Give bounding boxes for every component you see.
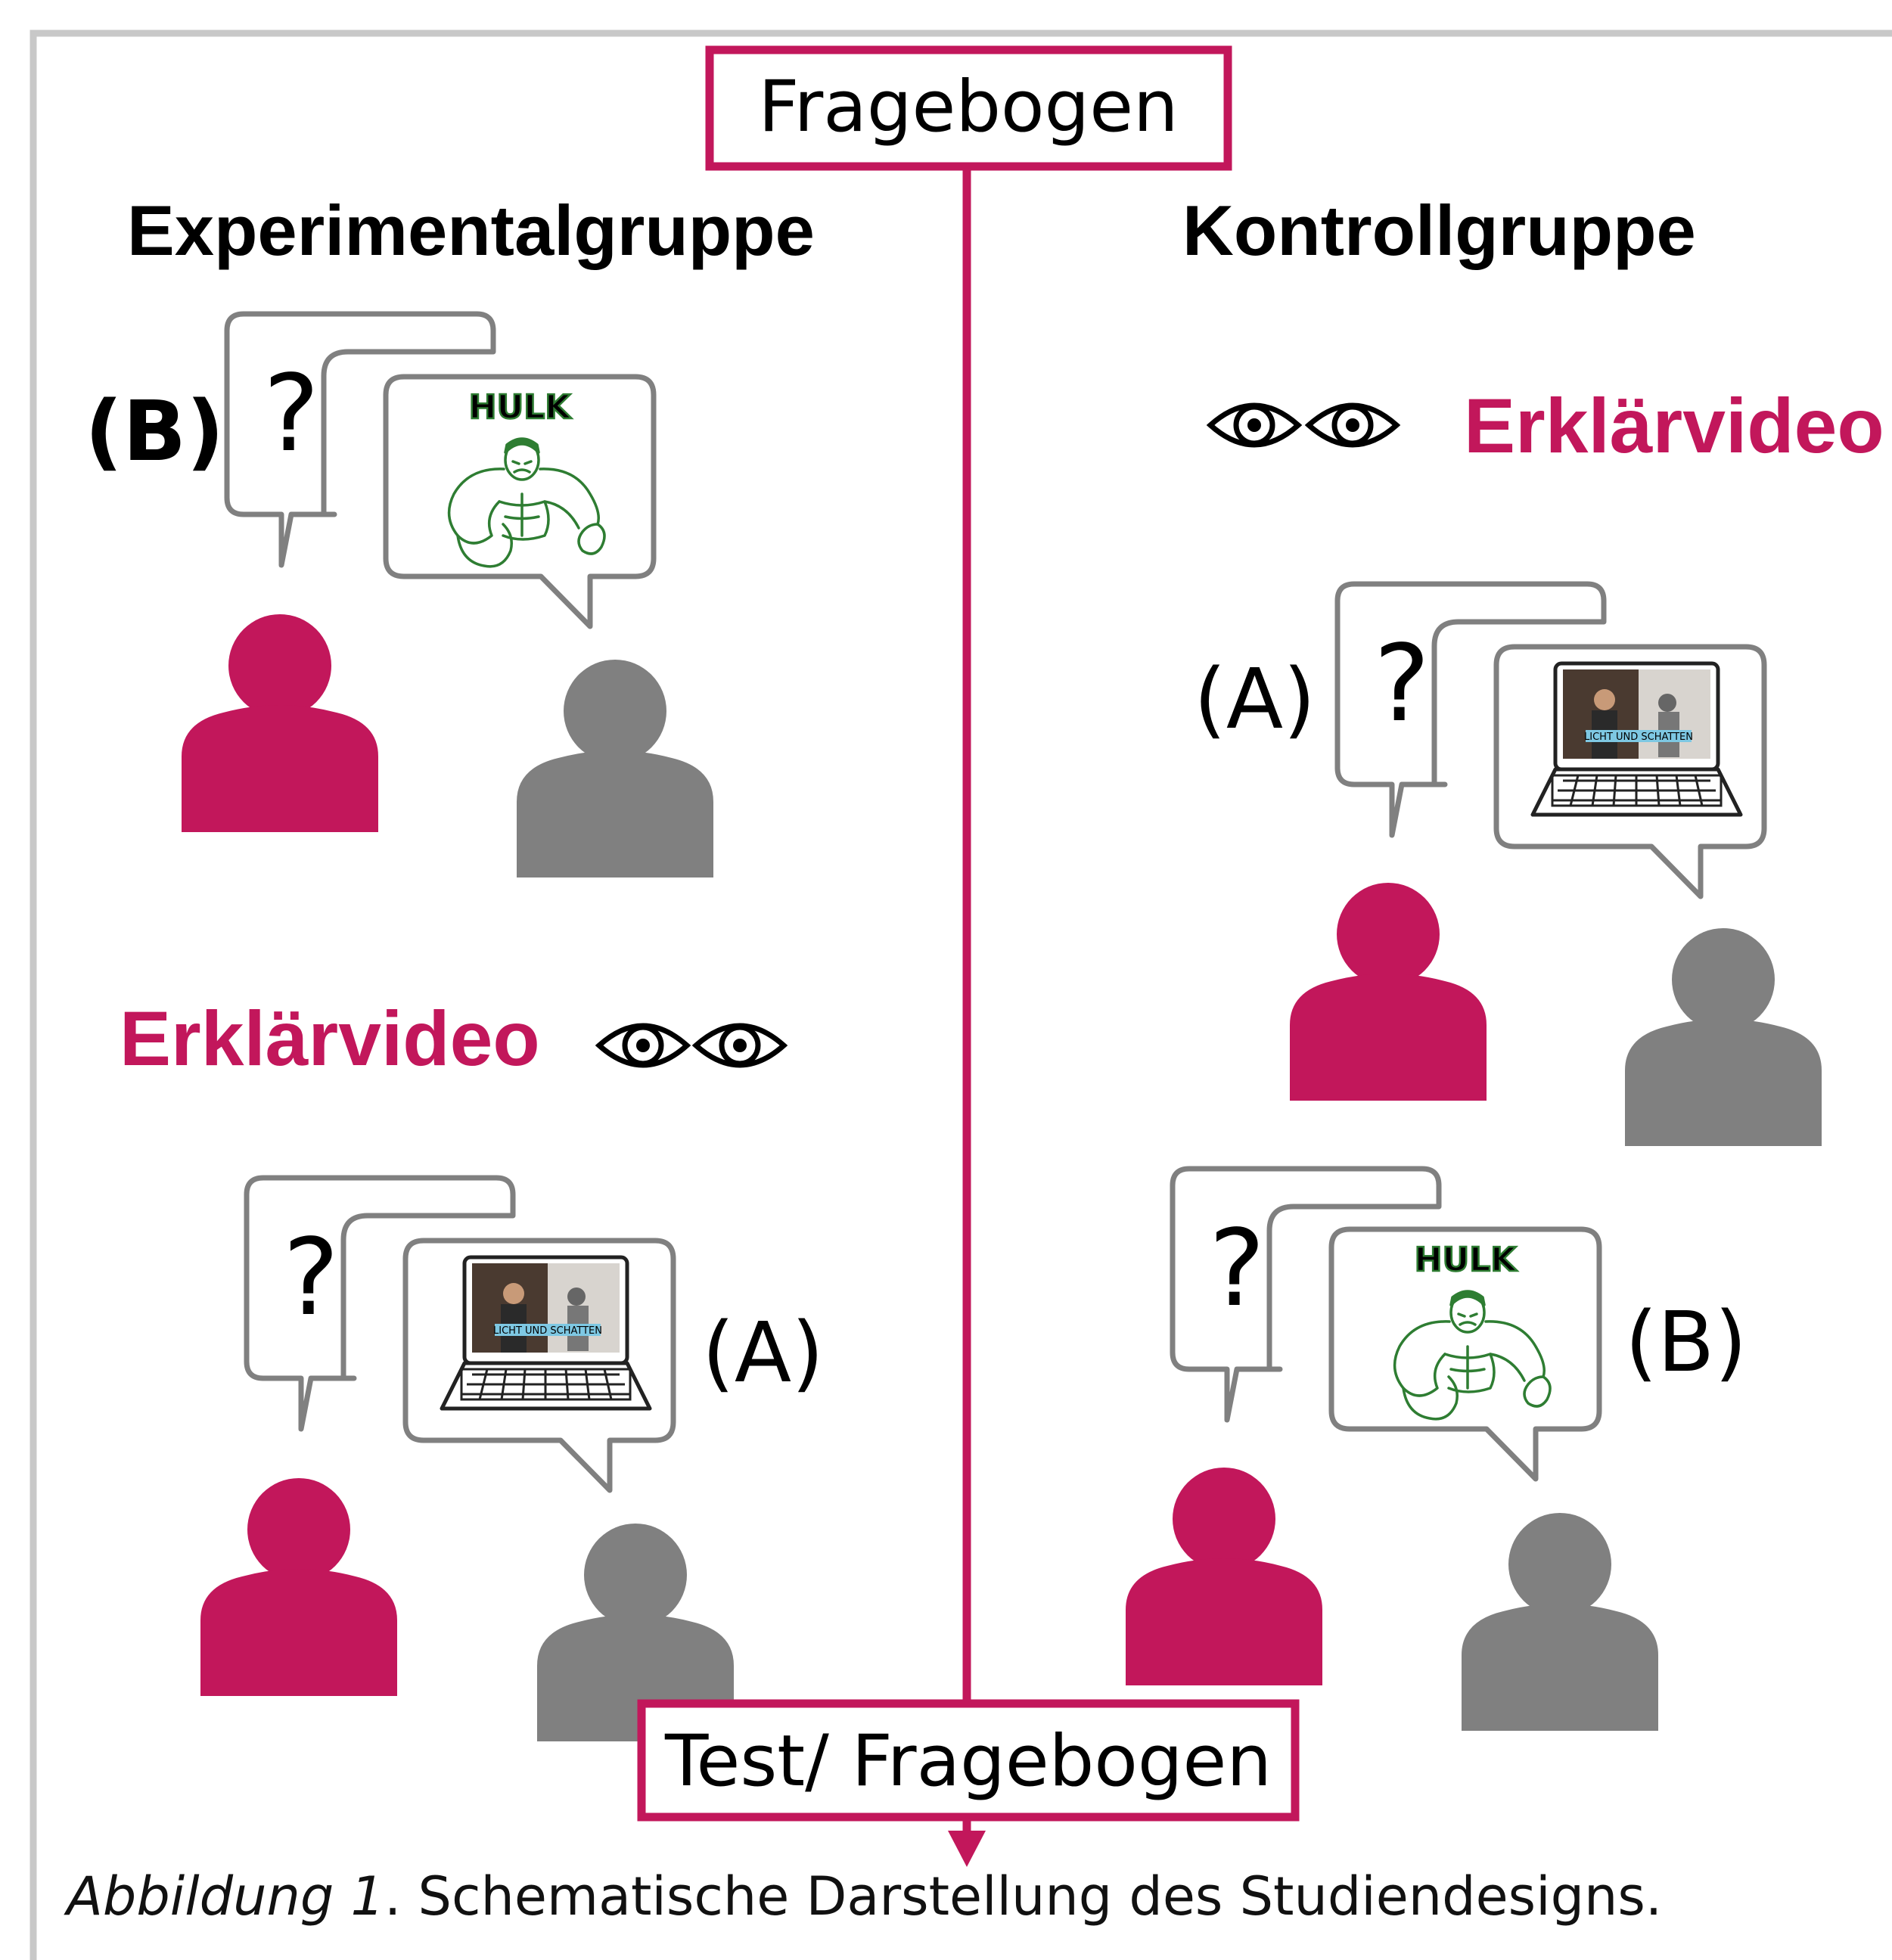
control-video-label: Erklärvideo xyxy=(1464,383,1884,469)
control-pair-1: (A) ? LICHT UND SCHATTEN xyxy=(1194,584,1822,1146)
speech-bubble-icon: LICHT UND SCHATTEN xyxy=(1496,647,1764,896)
timeline-arrow xyxy=(948,166,986,1867)
person-icon xyxy=(1126,1468,1322,1685)
hulk-title: HULK xyxy=(1415,1241,1518,1279)
experimental-pair-2: ? LICHT UND SCHATTEN (A) xyxy=(200,1178,824,1741)
speech-bubble-icon: ? xyxy=(1337,584,1604,835)
experimental-video-row: Erklärvideo xyxy=(120,996,784,1082)
hulk-title: HULK xyxy=(469,388,573,427)
speech-bubble-icon: ? xyxy=(1173,1169,1439,1420)
person-icon xyxy=(182,614,378,832)
eye-icon xyxy=(1309,405,1396,445)
video-banner: LICHT UND SCHATTEN xyxy=(1584,732,1693,743)
speech-bubble-icon: ? xyxy=(227,314,493,565)
question-mark: ? xyxy=(1209,1207,1265,1331)
person-icon xyxy=(1462,1513,1658,1731)
experimental-pair-1: (B) ? HULK xyxy=(85,314,713,877)
control-video-row: Erklärvideo xyxy=(1210,383,1884,469)
eye-icon xyxy=(696,1026,784,1065)
experimental-pair2-label: (A) xyxy=(702,1304,824,1401)
eye-icon xyxy=(599,1026,687,1065)
question-mark: ? xyxy=(283,1216,339,1340)
person-icon xyxy=(517,660,713,877)
figure-caption: Abbildung 1. Schematische Darstellung de… xyxy=(67,1865,1867,1927)
experimental-pair1-label: (B) xyxy=(85,383,224,480)
question-mark: ? xyxy=(1374,623,1430,746)
control-pair-2: ? HULK (B) xyxy=(1126,1169,1747,1731)
video-banner: LICHT UND SCHATTEN xyxy=(493,1325,602,1337)
person-icon xyxy=(1290,883,1487,1101)
caption-text: . Schematische Darstellung des Studiende… xyxy=(384,1865,1663,1927)
speech-bubble-icon: LICHT UND SCHATTEN xyxy=(405,1241,673,1490)
eye-icon xyxy=(1210,405,1298,445)
bottom-box-label: Test/ Fragebogen xyxy=(664,1720,1272,1803)
caption-figure-label: Abbildung 1 xyxy=(67,1865,385,1927)
top-box-label: Fragebogen xyxy=(758,66,1178,148)
experimental-group-title: Experimentalgruppe xyxy=(127,191,815,270)
outer-frame xyxy=(30,30,1892,1960)
laptop-icon: LICHT UND SCHATTEN xyxy=(1533,663,1741,815)
question-mark: ? xyxy=(263,353,319,476)
person-icon xyxy=(1625,928,1822,1146)
control-pair2-label: (B) xyxy=(1625,1294,1747,1390)
speech-bubble-icon: HULK xyxy=(1331,1229,1599,1479)
top-questionnaire-box: Fragebogen xyxy=(705,45,1232,171)
person-icon xyxy=(200,1478,397,1696)
speech-bubble-icon: HULK xyxy=(386,377,654,626)
bottom-test-box: Test/ Fragebogen xyxy=(637,1699,1300,1822)
speech-bubble-icon: ? xyxy=(247,1178,513,1429)
experimental-video-label: Erklärvideo xyxy=(120,996,540,1082)
control-pair1-label: (A) xyxy=(1194,651,1316,747)
arrow-down-icon xyxy=(948,1831,986,1867)
control-group-title: Kontrollgruppe xyxy=(1182,191,1696,270)
laptop-icon: LICHT UND SCHATTEN xyxy=(442,1257,650,1409)
